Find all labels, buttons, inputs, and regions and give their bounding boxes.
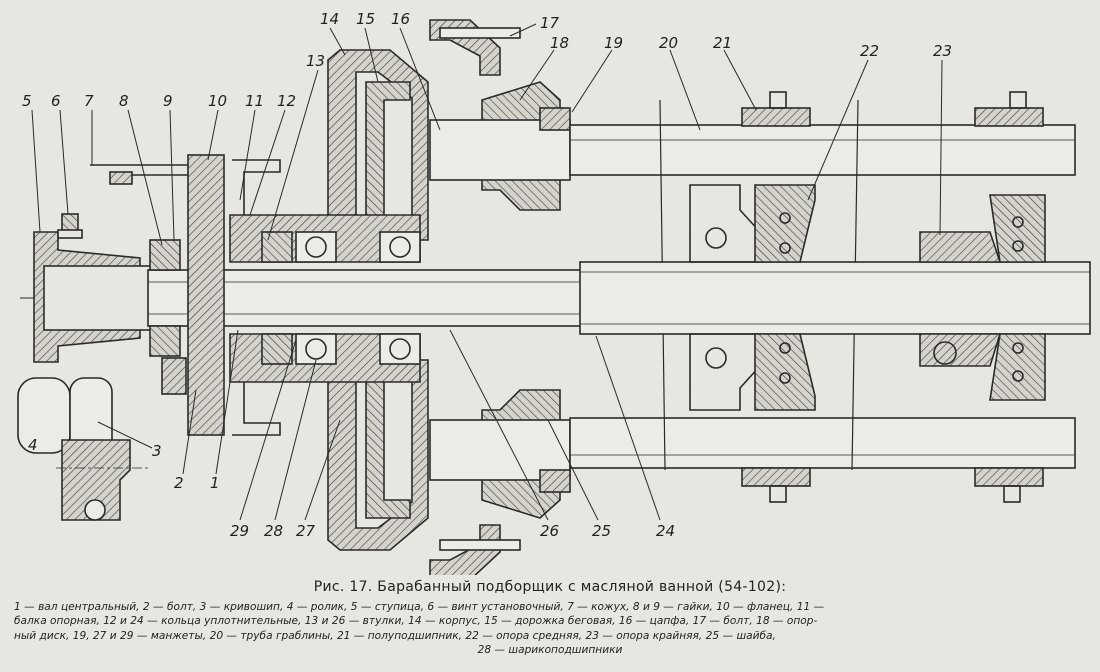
- callout-24: 24: [656, 522, 675, 540]
- callout-25: 25: [592, 522, 611, 540]
- callout-14: 14: [320, 10, 339, 28]
- callout-5: 5: [22, 92, 32, 110]
- callout-2: 2: [174, 474, 184, 492]
- callout-29: 29: [230, 522, 249, 540]
- callout-18: 18: [550, 34, 569, 52]
- callout-28: 28: [264, 522, 283, 540]
- callout-9: 9: [163, 92, 173, 110]
- callout-21: 21: [713, 34, 732, 52]
- drawing-body: [17, 19, 1091, 575]
- callout-15: 15: [356, 10, 375, 28]
- callout-10: 10: [208, 92, 227, 110]
- figure-legend: 1 — вал центральный, 2 — болт, 3 — криво…: [14, 600, 1086, 657]
- leader-lines: [31, 23, 943, 521]
- legend-line: 1 — вал центральный, 2 — болт, 3 — криво…: [14, 601, 825, 613]
- callout-27: 27: [296, 522, 316, 540]
- callout-16: 16: [391, 10, 410, 28]
- callout-22: 22: [860, 42, 879, 60]
- callout-12: 12: [277, 92, 296, 110]
- legend-line: 28 — шарикоподшипники: [477, 643, 623, 656]
- callout-26: 26: [540, 522, 559, 540]
- technical-drawing: 5 6 7 8 9 10 11 12 13 14 15 16 17 18 19 …: [17, 10, 1091, 575]
- callout-23: 23: [933, 42, 952, 60]
- legend-line: ный диск, 19, 27 и 29 — манжеты, 20 — тр…: [14, 629, 776, 642]
- callout-7: 7: [84, 92, 94, 110]
- callout-13: 13: [306, 52, 325, 70]
- callout-1: 1: [210, 474, 220, 492]
- callout-labels: 5 6 7 8 9 10 11 12 13 14 15 16 17 18 19 …: [22, 10, 952, 540]
- figure-title: Рис. 17. Барабанный подборщик с масляной…: [313, 579, 787, 595]
- callout-8: 8: [119, 92, 129, 110]
- callout-11: 11: [245, 92, 264, 110]
- callout-4: 4: [28, 436, 38, 454]
- callout-3: 3: [152, 442, 162, 460]
- callout-17: 17: [540, 14, 560, 32]
- callout-19: 19: [604, 34, 623, 52]
- legend-line: балка опорная, 12 и 24 — кольца уплотнит…: [14, 615, 818, 628]
- callout-20: 20: [659, 34, 678, 52]
- callout-6: 6: [51, 92, 61, 110]
